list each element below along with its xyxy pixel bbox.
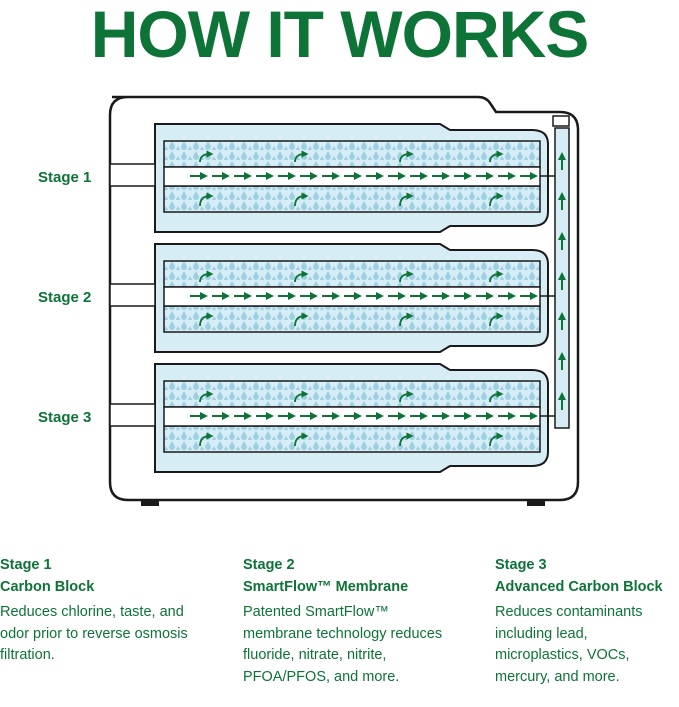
stage-2-media-top (163, 260, 541, 288)
stage-2-curl-arrow-bottom (399, 312, 414, 327)
stage-1-description: Reduces chlorine, taste, and odor prior … (0, 604, 188, 663)
stage-2-curl-arrow-top (199, 270, 214, 283)
stage-2-description: Patented SmartFlow™ membrane technology … (243, 604, 443, 685)
stage-3-media-bottom (163, 425, 541, 453)
stage-3-curl-arrow-bottom (489, 432, 504, 447)
stage-3-cartridge (109, 363, 555, 473)
stage-1-description-block: Stage 1 Carbon Block Reduces chlorine, t… (0, 555, 215, 667)
stage-1-curl-arrow-bottom (199, 192, 214, 207)
stage-2-curl-arrow-top (489, 270, 504, 283)
stage-3-curl-arrow-bottom (199, 432, 214, 447)
stage-2-cartridge (109, 243, 555, 353)
foot-left (141, 500, 159, 506)
stage-3-label: Stage 3 (38, 409, 92, 426)
stage-2-curl-arrow-bottom (199, 312, 214, 327)
stage-3-curl-arrow-bottom (294, 432, 309, 447)
stage-2-label: Stage 2 (38, 289, 92, 306)
stage-3-curl-arrow-bottom (399, 432, 414, 447)
channel-cap (552, 115, 570, 127)
stage-2-description-block: Stage 2 SmartFlow™ Membrane Patented Sma… (243, 555, 443, 688)
stage-1-name: Carbon Block (0, 578, 95, 595)
stage-2-name: SmartFlow™ Membrane (243, 578, 409, 595)
stage-3-curl-arrow-top (399, 390, 414, 403)
stage-1-label: Stage 1 (38, 169, 92, 186)
stage-2-curl-arrow-bottom (489, 312, 504, 327)
foot-right (527, 500, 545, 506)
stage-2-curl-arrow-top (399, 270, 414, 283)
stage-2-desc-label: Stage 2 (243, 557, 295, 573)
stage-2-curl-arrow-bottom (294, 312, 309, 327)
page-title: HOW IT WORKS (90, 0, 590, 71)
stage-2-curl-arrow-top (294, 270, 309, 283)
stage-3-media-top (163, 380, 541, 408)
stage-2-stub (109, 283, 156, 307)
stage-3-description-block: Stage 3 Advanced Carbon Block Reduces co… (495, 555, 675, 688)
stage-1-curl-arrow-top (294, 150, 309, 163)
stage-1-media-top (163, 140, 541, 168)
stage-3-desc-label: Stage 3 (495, 557, 547, 573)
stage-1-curl-arrow-top (199, 150, 214, 163)
stage-1-cartridge (109, 123, 555, 233)
stage-1-curl-arrow-bottom (399, 192, 414, 207)
stage-2-media-bottom (163, 305, 541, 333)
stage-1-curl-arrow-bottom (294, 192, 309, 207)
stage-3-name: Advanced Carbon Block (495, 578, 663, 595)
stage-1-curl-arrow-bottom (489, 192, 504, 207)
stage-1-curl-arrow-top (399, 150, 414, 163)
stage-1-stub (109, 163, 156, 187)
stage-3-curl-arrow-top (199, 390, 214, 403)
stage-1-media-bottom (163, 185, 541, 213)
stage-3-stub (109, 403, 156, 427)
stage-1-curl-arrow-top (489, 150, 504, 163)
stage-3-curl-arrow-top (294, 390, 309, 403)
stage-1-desc-label: Stage 1 (0, 557, 52, 573)
stage-3-description: Reduces contaminants including lead, mic… (495, 604, 643, 685)
stage-3-curl-arrow-top (489, 390, 504, 403)
